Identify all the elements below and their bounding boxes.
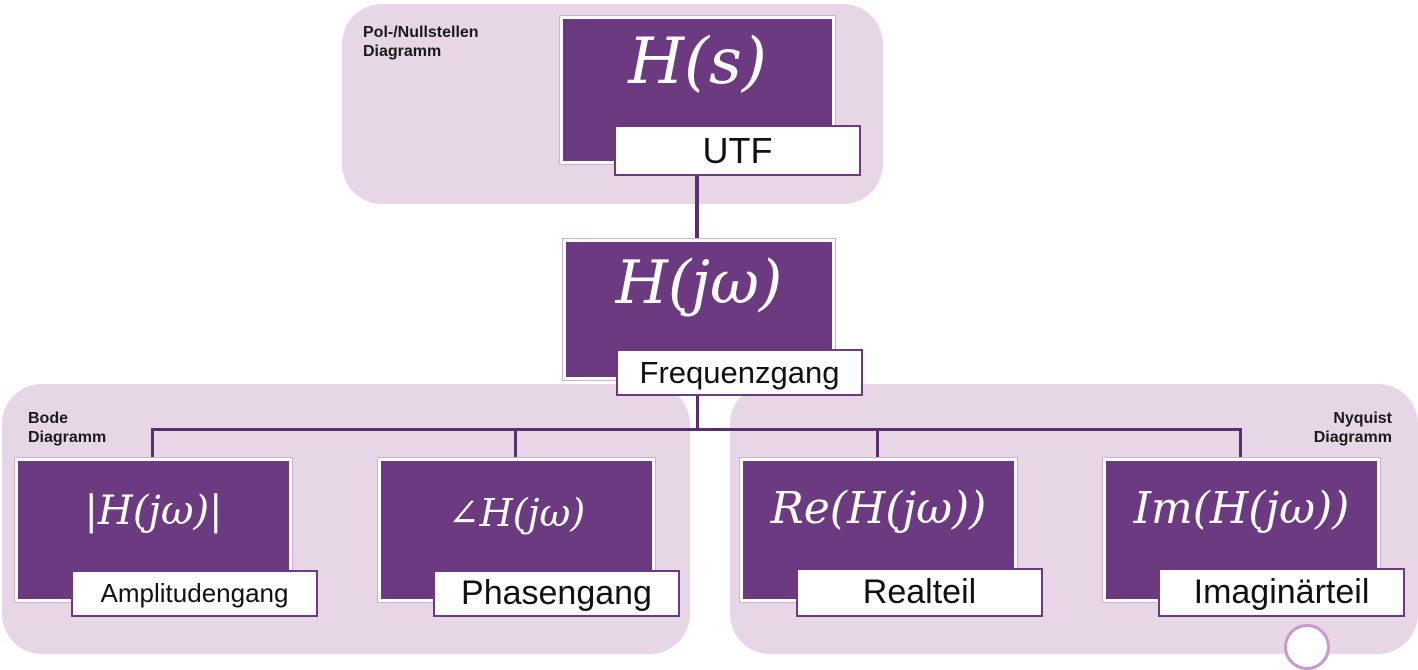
connector-mid-down [696,390,699,430]
pol-nullstellen-label: Pol-/Nullstellen Diagramm [363,24,479,60]
amplitudengang-formula: |H(jω)| [84,488,223,534]
nyquist-label: Nyquist Diagramm [1313,410,1392,446]
realteil-tag: Realteil [796,568,1043,617]
phasengang-tag: Phasengang [433,570,680,617]
connector-top-mid [695,172,699,244]
imaginaerteil-tag: Imaginärteil [1158,568,1405,617]
connector-amp [151,428,154,462]
bode-label: Bode Diagramm [28,410,107,446]
imaginaerteil-formula: Im(H(jω)) [1133,483,1350,534]
frequenzgang-formula: H(jω) [615,248,783,318]
logo-fragment-icon [1284,624,1330,670]
frequenzgang-tag: Frequenzgang [616,349,863,396]
realteil-formula: Re(H(jω)) [770,483,987,534]
connector-phase [514,428,517,462]
phasengang-formula: ∠H(jω) [447,491,586,535]
connector-im [1239,428,1242,462]
utf-formula: H(s) [628,25,767,99]
utf-tag: UTF [614,125,861,176]
connector-horizontal [151,428,1242,431]
amplitudengang-tag: Amplitudengang [71,570,318,617]
connector-re [876,428,879,462]
